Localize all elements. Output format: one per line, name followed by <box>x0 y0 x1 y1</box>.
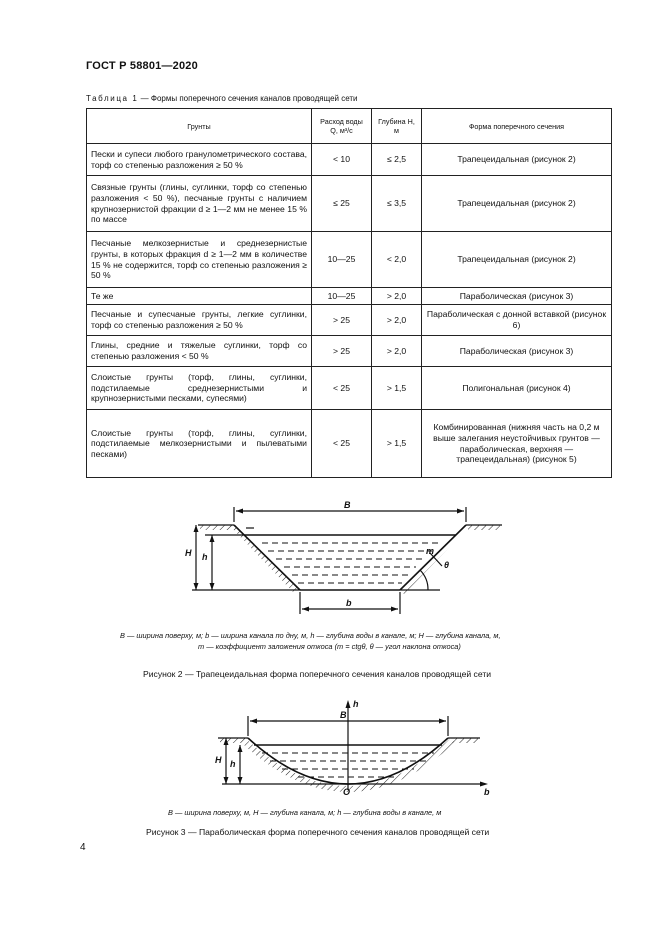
figure2-label-theta: θ <box>444 560 450 570</box>
table-header-row: Грунты Расход воды Q, м³/с Глубина H, м … <box>86 108 612 144</box>
figure3-label-h-axis: h <box>353 699 359 709</box>
cell-shape: Трапецеидальная (рисунок 2) <box>421 231 612 288</box>
cell-soil: Песчаные мелкозернистые и среднезернисты… <box>86 231 312 288</box>
cell-shape: Трапецеидальная (рисунок 2) <box>421 175 612 232</box>
figure2-label-B: B <box>344 500 351 510</box>
figure2-label-b: b <box>346 598 352 608</box>
cell-flow: > 25 <box>311 304 372 336</box>
table-row: Слоистые грунты (торф, глины, суглинки, … <box>86 409 612 478</box>
cell-soil: Пески и супеси любого гранулометрическог… <box>86 143 312 176</box>
table-row: Те же 10—25 > 2,0 Параболическая (рисуно… <box>86 287 612 305</box>
table-row: Глины, средние и тяжелые суглинки, торф … <box>86 335 612 367</box>
table-caption-text: — Формы поперечного сечения каналов пров… <box>138 94 358 103</box>
header-soils: Грунты <box>86 108 312 144</box>
figure3-label-H: H <box>215 755 222 765</box>
cell-flow: < 25 <box>311 366 372 410</box>
cell-soil: Те же <box>86 287 312 305</box>
cell-flow: ≤ 25 <box>311 175 372 232</box>
table-row: Связные грунты (глины, суглинки, торф со… <box>86 175 612 232</box>
cell-shape: Параболическая (рисунок 3) <box>421 335 612 367</box>
page-number: 4 <box>80 842 86 853</box>
cell-shape: Трапецеидальная (рисунок 2) <box>421 143 612 176</box>
table-row: Пески и супеси любого гранулометрическог… <box>86 143 612 176</box>
cell-flow: > 25 <box>311 335 372 367</box>
header-depth: Глубина H, м <box>371 108 422 144</box>
cell-depth: ≤ 3,5 <box>371 175 422 232</box>
cell-flow: < 10 <box>311 143 372 176</box>
figure2-caption: Рисунок 2 — Трапецеидальная форма попере… <box>143 669 492 679</box>
cell-soil: Слоистые грунты (торф, глины, суглинки, … <box>86 409 312 478</box>
soil-forms-table: Грунты Расход воды Q, м³/с Глубина H, м … <box>86 108 612 478</box>
cell-depth: > 2,0 <box>371 304 422 336</box>
cell-soil: Связные грунты (глины, суглинки, торф со… <box>86 175 312 232</box>
cell-flow: < 25 <box>311 409 372 478</box>
figure3-legend: B — ширина поверху, м, H — глубина канал… <box>168 808 442 817</box>
figure2-label-H: H <box>185 548 192 558</box>
cell-soil: Песчаные и супесчаные грунты, легкие суг… <box>86 304 312 336</box>
figure3-caption: Рисунок 3 — Параболическая форма попереч… <box>146 827 490 837</box>
figure3-label-O: O <box>343 787 351 797</box>
cell-depth: > 2,0 <box>371 287 422 305</box>
table-row: Слоистые грунты (торф, глины, суглинки, … <box>86 366 612 410</box>
cell-shape: Параболическая с донной вставкой (рисуно… <box>421 304 612 336</box>
figure2-label-m: m <box>426 546 435 556</box>
cell-soil: Глины, средние и тяжелые суглинки, торф … <box>86 335 312 367</box>
figure2-legend-line2: m — коэффициент заложения откоса (m = ct… <box>198 642 461 651</box>
figure3-label-b-axis: b <box>484 787 490 797</box>
header-flow: Расход воды Q, м³/с <box>311 108 372 144</box>
cell-depth: > 1,5 <box>371 366 422 410</box>
cell-depth: > 2,0 <box>371 335 422 367</box>
table-caption-prefix: Таблица 1 <box>86 94 139 103</box>
table-caption: Таблица 1 — Формы поперечного сечения ка… <box>86 94 358 103</box>
cell-depth: > 1,5 <box>371 409 422 478</box>
header-shape: Форма поперечного сечения <box>421 108 612 144</box>
figure3-label-h: h <box>230 759 236 769</box>
figure2-legend-line1: B — ширина поверху, м; b — ширина канала… <box>120 631 501 640</box>
cell-depth: < 2,0 <box>371 231 422 288</box>
table-row: Песчаные мелкозернистые и среднезернисты… <box>86 231 612 288</box>
cell-flow: 10—25 <box>311 287 372 305</box>
cell-shape: Комбинированная (нижняя часть на 0,2 м в… <box>421 409 612 478</box>
cell-depth: ≤ 2,5 <box>371 143 422 176</box>
cell-soil: Слоистые грунты (торф, глины, суглинки, … <box>86 366 312 410</box>
standard-header: ГОСТ Р 58801—2020 <box>86 60 198 72</box>
table-row: Песчаные и супесчаные грунты, легкие суг… <box>86 304 612 336</box>
figure3-label-B: B <box>340 710 347 720</box>
figure2-label-h: h <box>202 552 208 562</box>
cell-shape: Параболическая (рисунок 3) <box>421 287 612 305</box>
cell-shape: Полигональная (рисунок 4) <box>421 366 612 410</box>
cell-flow: 10—25 <box>311 231 372 288</box>
